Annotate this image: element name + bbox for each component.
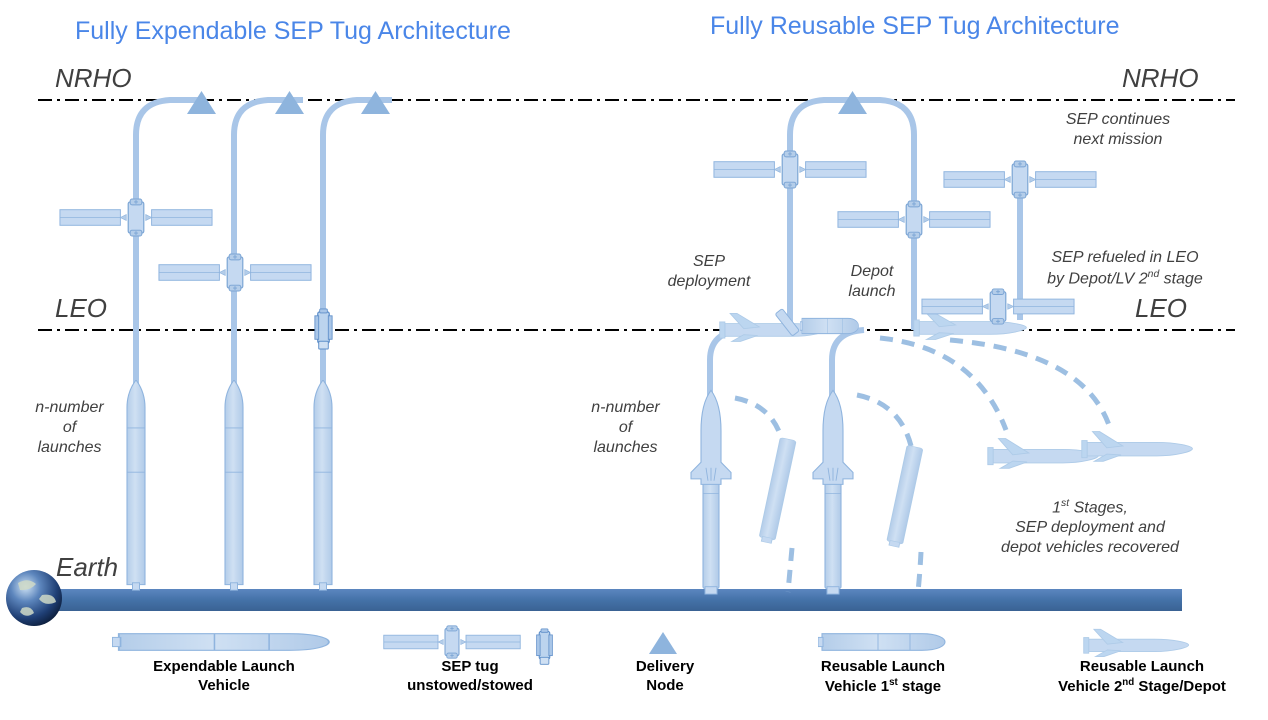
legend-ordinal: st xyxy=(889,676,898,688)
note-recovered: 1st Stages, SEP deployment and depot veh… xyxy=(955,497,1225,558)
sep-next-mission xyxy=(943,160,1097,320)
note-line: launches xyxy=(593,439,658,456)
legend-line: Reusable Launch xyxy=(1079,658,1205,675)
label-nrho-left: NRHO xyxy=(55,63,132,93)
legend-line: unstowed/stowed xyxy=(407,676,533,694)
note-text: Stages, xyxy=(1069,499,1128,517)
label-earth: Earth xyxy=(56,552,119,582)
note-line: 1st Stages, xyxy=(955,497,1225,518)
legend-text: Vehicle 1 xyxy=(824,677,890,695)
expendable-mission-1 xyxy=(59,91,216,591)
label-leo-left: LEO xyxy=(55,293,108,323)
note-line: Depot xyxy=(850,263,894,280)
legend-icon-expendable-launch-vehicle xyxy=(112,632,330,652)
legend-label-1: SEP tug unstowed/stowed xyxy=(370,658,570,696)
legend-line: Vehicle 2nd Stage/Depot xyxy=(1032,677,1252,697)
note-line: deployment xyxy=(667,273,751,290)
legend-icon-sep-tug-unstowed xyxy=(383,625,521,659)
legend-line: Reusable Launch xyxy=(820,658,946,675)
note-line: n-number xyxy=(591,399,660,416)
note-line: SEP xyxy=(692,253,725,270)
note-line: of xyxy=(618,419,633,436)
note-line: n-number xyxy=(35,399,104,416)
earth-surface-bar xyxy=(52,589,1182,611)
legend-text: Stage/Depot xyxy=(1134,677,1226,695)
note-launches-right: n-number of launches xyxy=(568,398,683,458)
label-leo-right: LEO xyxy=(1135,293,1188,323)
note-line: SEP refueled in LEO xyxy=(1051,249,1199,266)
legend-line: Vehicle xyxy=(198,676,250,694)
sep-deployment-vehicle xyxy=(719,308,860,342)
legend-icon-delivery-node xyxy=(649,632,677,654)
legend-icon-reusable-first-stage xyxy=(818,633,946,651)
reusable-launch-vehicle-2 xyxy=(812,389,924,595)
note-line: SEP continues xyxy=(1065,111,1171,128)
note-line: by Depot/LV 2nd stage xyxy=(1020,268,1230,289)
depot-launch-path xyxy=(829,327,865,590)
expendable-mission-2 xyxy=(158,91,312,591)
note-launches-left: n-number of launches xyxy=(12,398,127,458)
legend-label-2: Delivery Node xyxy=(600,658,730,696)
note-text: by Depot/LV 2 xyxy=(1047,270,1148,288)
note-line: launches xyxy=(37,439,102,456)
note-sep-deployment: SEP deployment xyxy=(644,252,774,292)
note-line: of xyxy=(62,419,77,436)
legend-line: SEP tug xyxy=(441,658,499,675)
note-line: depot vehicles recovered xyxy=(1001,539,1179,557)
legend-text: stage xyxy=(897,677,942,695)
note-line: next mission xyxy=(1073,131,1163,148)
legend-line: Vehicle 1st stage xyxy=(788,677,978,697)
note-sep-refueled: SEP refueled in LEO by Depot/LV 2nd stag… xyxy=(1020,248,1230,289)
legend-label-3: Reusable Launch Vehicle 1st stage xyxy=(788,658,978,697)
earth-globe-landmass xyxy=(18,580,56,616)
legend-text: Vehicle 2 xyxy=(1058,677,1123,695)
title-right: Fully Reusable SEP Tug Architecture xyxy=(710,12,1120,40)
title-left: Fully Expendable SEP Tug Architecture xyxy=(75,17,511,45)
reusable-launch-vehicle-1 xyxy=(690,389,797,595)
legend-line: Expendable Launch xyxy=(153,658,295,675)
note-line: SEP deployment and xyxy=(1015,519,1165,537)
recovery-arc-2 xyxy=(949,337,1113,429)
legend-label-0: Expendable Launch Vehicle xyxy=(124,658,324,696)
note-sep-continues: SEP continues next mission xyxy=(1028,110,1208,150)
note-line: launch xyxy=(848,283,896,300)
legend-ordinal: nd xyxy=(1122,676,1135,688)
note-text: 1 xyxy=(1052,499,1062,517)
note-text: stage xyxy=(1159,270,1203,288)
legend-line: Node xyxy=(646,676,684,694)
note-ordinal: st xyxy=(1061,498,1070,509)
note-ordinal: nd xyxy=(1147,269,1160,280)
legend-icon-reusable-second-stage-depot xyxy=(1083,628,1190,657)
expendable-mission-3 xyxy=(313,91,392,591)
legend-label-4: Reusable Launch Vehicle 2nd Stage/Depot xyxy=(1032,658,1252,697)
note-depot-launch: Depot launch xyxy=(822,262,922,302)
label-nrho-right: NRHO xyxy=(1122,63,1199,93)
legend-line: Delivery xyxy=(635,658,695,675)
